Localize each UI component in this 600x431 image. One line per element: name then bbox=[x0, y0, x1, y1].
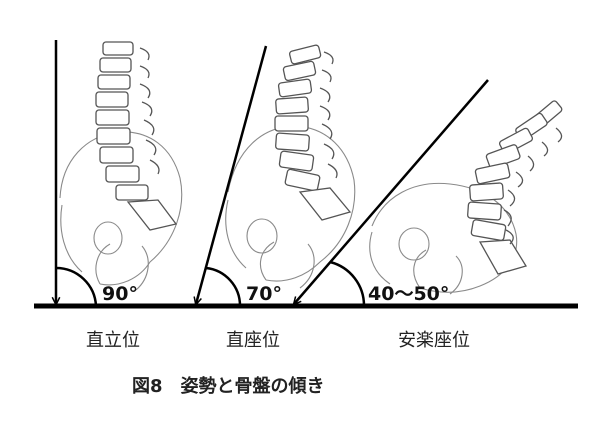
spine-sketch-upright bbox=[95, 41, 178, 231]
figure-caption: 図8 姿勢と骨盤の傾き bbox=[132, 376, 325, 397]
pelvis-sketch-upright bbox=[59, 131, 183, 291]
pelvis-sketch-reclined bbox=[369, 182, 518, 295]
figure-upright: 90° bbox=[55, 40, 183, 307]
figure-sitting: 70° bbox=[196, 44, 356, 307]
figure-reclined: 40～50° bbox=[294, 79, 563, 307]
posture-label-upright: 直立位 bbox=[86, 330, 140, 351]
spine-sketch-reclined bbox=[467, 100, 563, 275]
posture-label-reclined: 安楽座位 bbox=[398, 330, 470, 351]
angle-label-reclined: 40～50° bbox=[368, 283, 449, 305]
angle-label-sitting: 70° bbox=[246, 283, 282, 305]
tilt-reference-line-45 bbox=[294, 79, 489, 304]
angle-label-upright: 90° bbox=[102, 283, 138, 305]
posture-label-sitting: 直座位 bbox=[226, 330, 280, 351]
angle-arc-45 bbox=[329, 260, 366, 307]
spine-sketch-sitting bbox=[274, 44, 352, 221]
tilt-reference-line-70 bbox=[196, 45, 268, 304]
angle-arc-70 bbox=[205, 266, 242, 307]
angle-arc-upright bbox=[55, 266, 98, 307]
pelvis-sketch-sitting bbox=[225, 125, 356, 289]
